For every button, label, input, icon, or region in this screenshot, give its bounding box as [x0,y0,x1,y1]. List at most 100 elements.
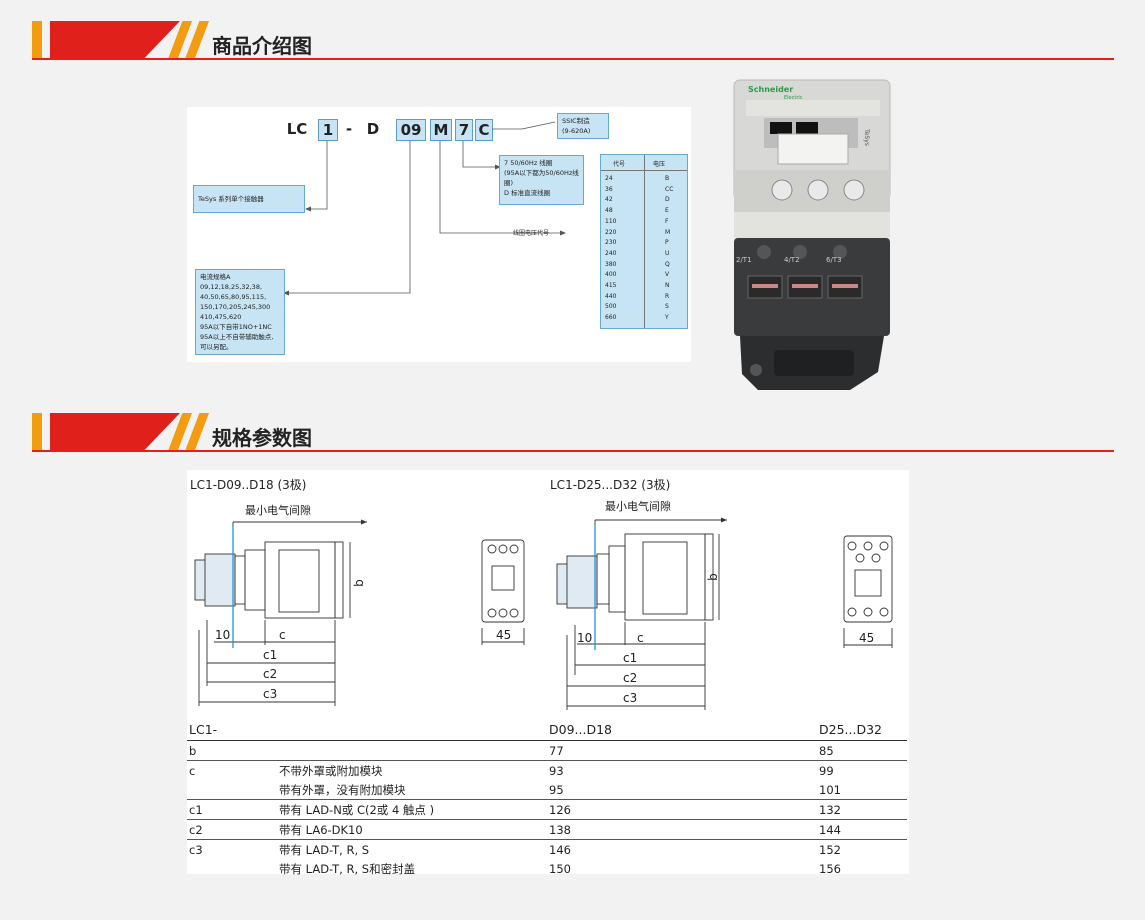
dim-c2-right: c2 [623,671,638,685]
voltage-code: U [665,249,670,257]
contactor-illustration [733,79,891,390]
spec-panel: LC1-D09..D18 (3极) LC1-D25...D32 (3极) 最小电… [187,470,909,876]
spec-value-d09: 146 [547,839,817,859]
voltage-col-values: 24 36 42 48 110 220 230 240 380 400 415 … [605,174,616,324]
connector-lines [283,121,566,296]
brand-sub-text: Electric [784,95,803,101]
spec-key [187,859,277,878]
dimension-drawings [194,517,893,710]
spec-header-cell [277,718,547,741]
left-diagram-title: LC1-D09..D18 (3极) [190,478,307,492]
spec-value-d09: 77 [549,743,564,758]
spec-header-cell: D25...D32 [817,718,907,741]
spec-value-d09: 95 [549,782,564,797]
spec-header-cell: LC1- [187,718,277,741]
spec-desc: 带有 LAD-T, R, S [277,839,547,859]
coil-line: 7 50/60Hz 线圈 [504,159,553,167]
terminal-label: 2/T1 [736,256,752,264]
brand-logo-text: Schneider [748,85,794,94]
code-1: 1 [318,119,338,141]
voltage-col-codes: B CC D E F M P U Q V N R S Y [665,174,673,324]
voltage-value: 380 [605,260,617,268]
current-spec-line: 电流规格A [200,273,231,281]
voltage-code: V [665,271,670,279]
table-row: c3 带有 LAD-T, R, S 146 152 [187,839,907,859]
spec-table: LC1- D09...D18 D25...D32 b 77 85 c 不带外罩或… [187,718,907,878]
code-dash: - [345,120,353,138]
voltage-value: 240 [605,249,617,257]
voltage-value: 42 [605,196,613,204]
coil-line: (95A以下都为50/60Hz线圈) [504,169,579,187]
product-photo: Schneider Electric TeSys 2/T1 4/T2 6/T3 [718,74,908,394]
dim-c-left: c [279,628,286,642]
spec-desc [277,741,547,761]
code-7: 7 [455,119,473,141]
spec-desc: 带有 LA6-DK10 [277,819,547,840]
voltage-value: 110 [605,217,617,225]
voltage-code: R [665,292,670,300]
voltage-value: 440 [605,292,617,300]
table-row: c1 带有 LAD-N或 C(2或 4 触点 ) 126 132 [187,799,907,820]
current-spec-line: 150,170,205,245,300 [200,303,271,311]
clearance-label-right: 最小电气间隙 [605,500,671,513]
header-red-banner [50,413,180,451]
spec-value-d09: 150 [549,861,571,876]
dim-b-right: b [705,573,720,581]
voltage-code: D [665,196,670,204]
current-spec-line: 40,50,65,80,95,115, [200,293,267,301]
code-c: C [475,119,493,141]
voltage-value: 500 [605,303,617,311]
spec-key [187,780,277,800]
spec-value-d25: 85 [819,743,834,758]
section-title-spec: 规格参数图 [212,426,312,450]
dim-c1-right: c1 [623,651,638,665]
ssic-line: SSIC制造 [562,117,590,125]
section-header-intro: 商品介绍图 [0,0,1145,62]
dim-c-right: c [637,631,644,645]
coil-line: D 标准直流线圈 [504,189,551,197]
spec-value-d25: 101 [819,782,841,797]
tesys-note-text: TeSys 系列单个接触器 [198,195,264,203]
spec-value-d09: 138 [547,819,817,840]
spec-table-header: LC1- D09...D18 D25...D32 [187,718,907,741]
ssic-line: (9-620A) [562,127,591,135]
voltage-code: Q [665,260,670,268]
terminal-label: 6/T3 [826,256,842,264]
current-spec-line: 95A以下自带1NO+1NC [200,323,272,331]
code-m: M [430,119,452,141]
voltage-table: 代号 电压 24 36 42 48 110 220 230 240 380 40… [600,154,688,329]
spec-value-d25: 152 [817,839,907,859]
spec-desc: 带有外罩，没有附加模块 [279,782,406,797]
voltage-code: M [665,228,671,236]
clearance-label-left: 最小电气间隙 [245,504,311,517]
coil-code-label: 线圈电压代号 [513,230,550,237]
table-row: 带有外罩，没有附加模块 95 101 [187,780,907,800]
dim-c1-left: c1 [263,648,278,662]
current-spec-line: 09,12,18,25,32,38, [200,283,263,291]
coil-note: 7 50/60Hz 线圈 (95A以下都为50/60Hz线圈) D 标准直流线圈 [499,155,584,205]
voltage-col-rule [644,155,645,328]
voltage-header-code: 代号 [613,161,626,168]
spec-key: c2 [187,819,277,840]
voltage-value: 36 [605,185,613,193]
spec-header-cell: D09...D18 [547,718,817,741]
voltage-header-voltage: 电压 [653,161,666,168]
spec-value-d25: 132 [817,799,907,820]
spec-value-d09: 93 [547,760,817,780]
side-text: TeSys [862,129,870,146]
voltage-value: 415 [605,282,617,290]
voltage-value: 24 [605,175,613,182]
voltage-code: F [665,217,669,225]
voltage-value: 400 [605,271,617,279]
table-row: c2 带有 LA6-DK10 138 144 [187,819,907,840]
current-spec-line: 可以另配。 [200,343,233,351]
header-divider [32,58,1114,60]
table-row: 带有 LAD-T, R, S和密封盖 150 156 [187,859,907,878]
dim-10-right: 10 [577,631,593,645]
dim-10-left: 10 [215,628,231,642]
table-row: b 77 85 [187,741,907,761]
header-orange-bar [32,413,42,451]
spec-key: b [189,743,197,758]
voltage-value: 660 [605,314,617,322]
ssic-note: SSIC制造 (9-620A) [557,113,609,139]
